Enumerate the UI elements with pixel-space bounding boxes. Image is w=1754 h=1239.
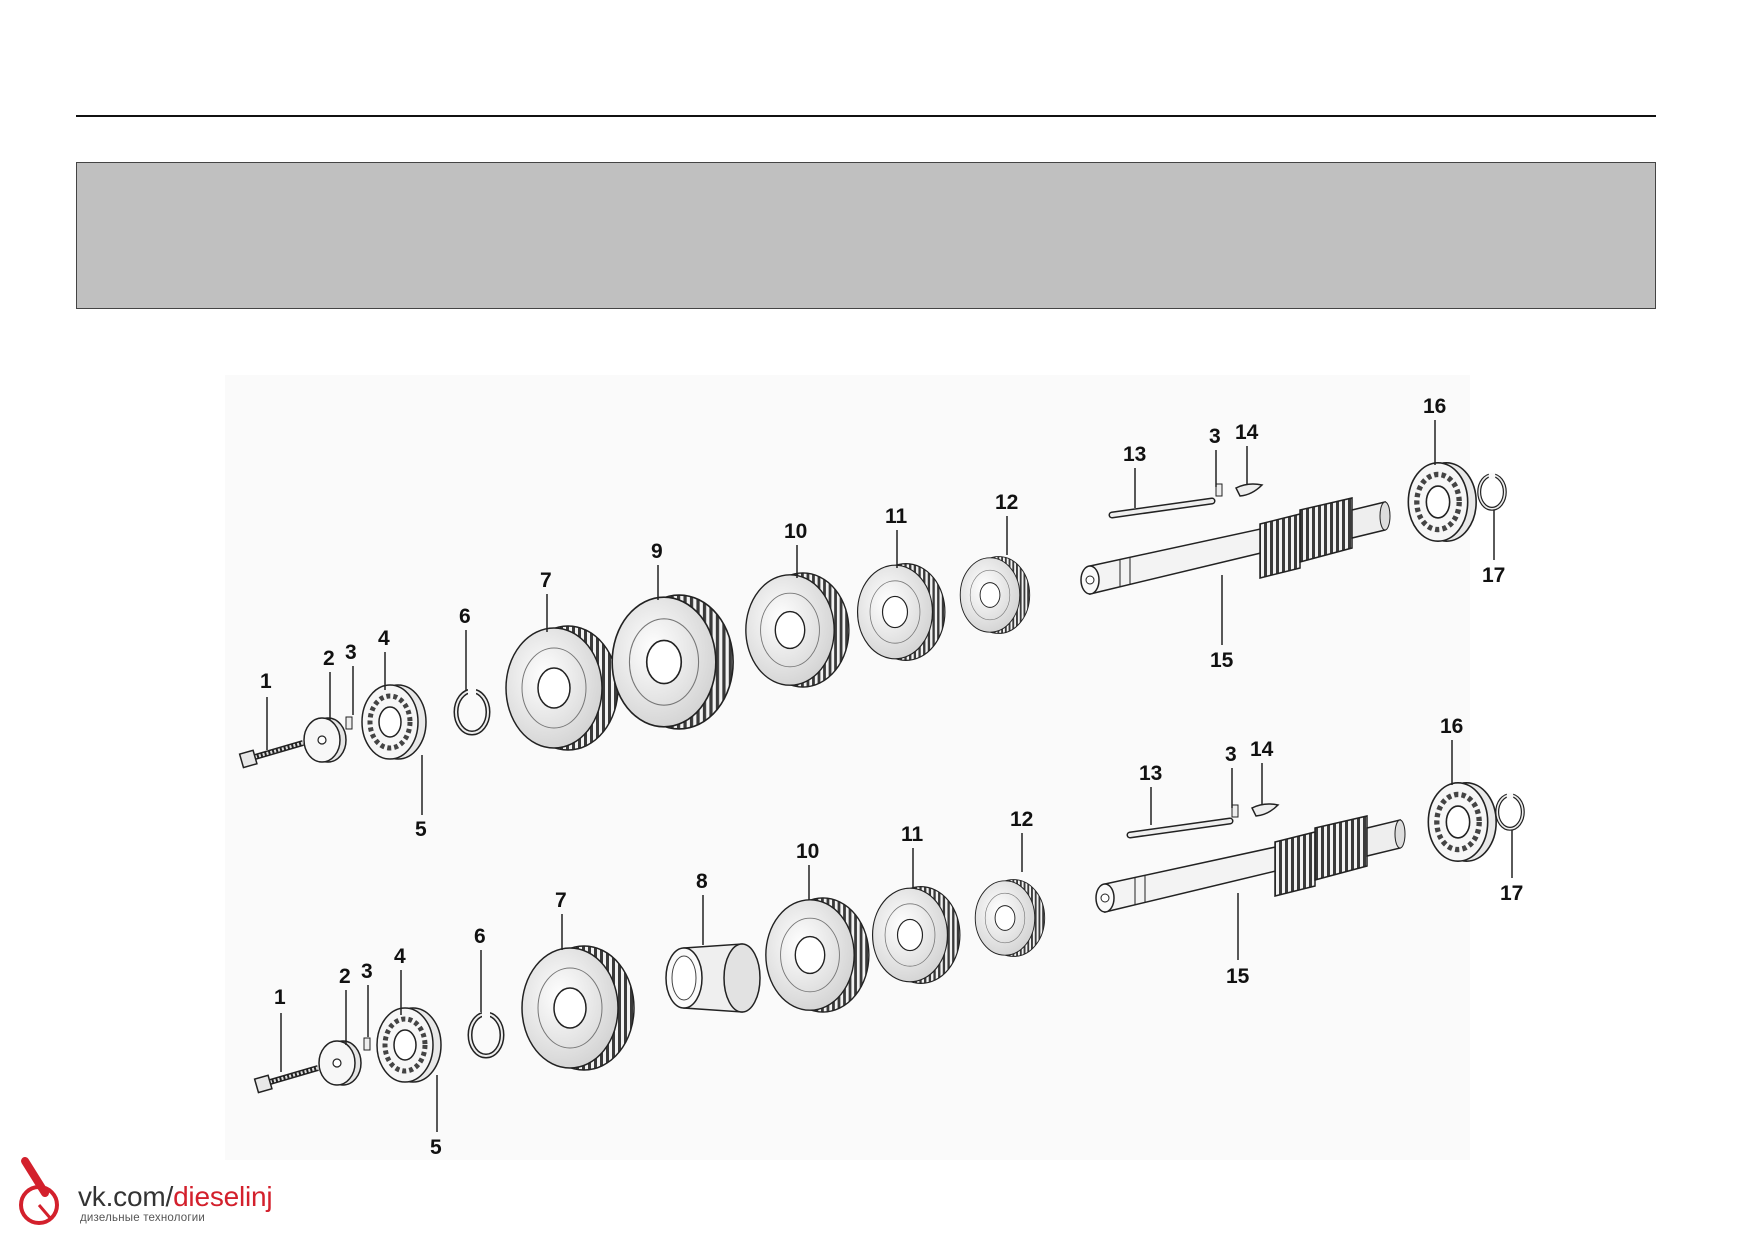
logo-icon — [19, 1157, 59, 1225]
callout-number: 3 — [1225, 743, 1237, 766]
gear-part — [959, 556, 1031, 634]
callout-number: 3 — [1209, 425, 1221, 448]
callout-number: 10 — [796, 840, 819, 863]
bearing-part — [362, 685, 426, 759]
washer-part — [318, 1040, 362, 1086]
callout-number: 16 — [1423, 395, 1446, 418]
gear-part — [505, 625, 619, 751]
gear-part — [611, 594, 734, 730]
upper-assembly: 1 2 3 4 5 6 7 9 10 11 12 13 3 14 15 16 1… — [240, 395, 1506, 841]
callout-number: 1 — [260, 670, 272, 693]
callout-number: 6 — [459, 605, 471, 628]
callout-number: 15 — [1226, 965, 1250, 988]
callout-number: 11 — [885, 505, 908, 528]
pin-part — [1231, 804, 1239, 818]
bearing-part — [1428, 783, 1496, 861]
callout-number: 12 — [995, 491, 1018, 514]
key-bar-part — [1112, 501, 1212, 515]
gear-part — [521, 945, 635, 1071]
gear-part — [856, 563, 946, 661]
callout-number: 11 — [901, 823, 924, 846]
callout-number: 3 — [361, 960, 373, 983]
bolt-part — [255, 1068, 318, 1093]
callout-number: 4 — [378, 627, 390, 650]
callout-labels: 1 2 3 4 5 6 7 9 10 11 12 13 3 14 15 16 1… — [260, 395, 1505, 841]
woodruff-key-part — [1234, 483, 1264, 497]
callout-number: 7 — [540, 569, 552, 592]
woodruff-key-part — [1250, 803, 1280, 817]
callout-number: 12 — [1010, 808, 1033, 831]
callout-number: 15 — [1210, 649, 1234, 672]
callout-number: 2 — [339, 965, 351, 988]
callout-number: 5 — [430, 1136, 442, 1159]
callout-number: 14 — [1235, 421, 1259, 444]
gear-part — [871, 886, 961, 984]
callout-number: 13 — [1123, 443, 1146, 466]
callout-number: 5 — [415, 818, 427, 841]
leader-lines — [280, 740, 1513, 1132]
snap-ring-part — [1479, 473, 1505, 509]
callout-number: 10 — [784, 520, 807, 543]
top-rule — [76, 115, 1656, 117]
callout-number: 16 — [1440, 715, 1463, 738]
callout-number: 3 — [345, 641, 357, 664]
callout-number: 1 — [274, 986, 286, 1009]
callout-number: 4 — [394, 945, 406, 968]
gear-part — [974, 879, 1046, 957]
callout-number: 6 — [474, 925, 486, 948]
callout-number: 7 — [555, 889, 567, 912]
leader-lines — [266, 420, 1495, 815]
watermark-url[interactable]: vk.com/dieselinj — [78, 1181, 273, 1213]
sleeve-part — [665, 943, 761, 1013]
callout-labels: 1 2 3 4 5 6 7 8 10 11 12 13 3 14 15 16 1… — [274, 715, 1523, 1159]
watermark-subtitle: дизельные технологии — [80, 1212, 206, 1224]
callout-number: 17 — [1500, 882, 1523, 905]
snap-ring-part — [470, 1011, 502, 1056]
washer-part — [303, 717, 347, 763]
snap-ring-part — [456, 688, 488, 733]
snap-ring-part — [1497, 793, 1523, 829]
pin-part — [1215, 483, 1223, 497]
lower-assembly: 1 2 3 4 5 6 7 8 10 11 12 13 3 14 15 16 1… — [255, 715, 1524, 1159]
callout-number: 9 — [651, 540, 663, 563]
callout-number: 13 — [1139, 762, 1162, 785]
gear-part — [765, 897, 870, 1013]
callout-number: 8 — [696, 870, 708, 893]
watermark-url-highlight: dieselinj — [173, 1181, 273, 1212]
bearing-part — [1408, 463, 1476, 541]
callout-number: 2 — [323, 647, 335, 670]
header-band — [76, 162, 1656, 309]
gear-part — [745, 572, 850, 688]
key-bar-part — [1130, 821, 1230, 835]
pin-part — [345, 716, 353, 730]
bearing-part — [377, 1008, 441, 1082]
pin-part — [363, 1037, 371, 1051]
watermark-url-prefix: vk.com/ — [78, 1181, 174, 1212]
callout-number: 14 — [1250, 738, 1274, 761]
callout-number: 17 — [1482, 564, 1505, 587]
bolt-part — [240, 743, 303, 768]
